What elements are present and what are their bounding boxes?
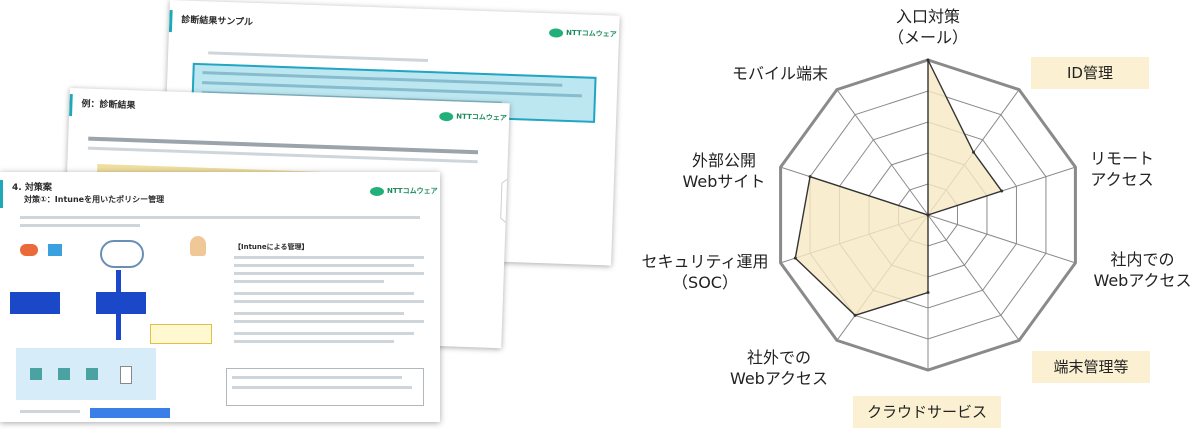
series-area: [794, 59, 1003, 317]
page-title: 例：診断結果: [81, 99, 136, 112]
report-collage: 診断結果サンプル NTTコムウェア 例：診断結果 NTTコムウェア 4. 対策案…: [0, 0, 640, 429]
radar-chart: 入口対策 （メール） リモート アクセス 社内での Webアクセス 端末管理等 …: [640, 0, 1200, 429]
company-logo: NTTコムウェア: [439, 111, 507, 123]
data-point: [926, 213, 930, 217]
report-page-countermeasure: 4. 対策案 対策①：Intuneを用いたポリシー管理 NTTコムウェア 【In…: [0, 172, 440, 422]
data-point: [926, 58, 930, 62]
axis-spoke: [927, 214, 1076, 264]
cloud-icon: [100, 240, 144, 268]
highlight-label-id-management: ID管理: [1031, 57, 1149, 89]
company-logo: NTTコムウェア: [370, 186, 438, 196]
axis-label-security-ops: セキュリティ運用 （SOC）: [641, 252, 769, 292]
page-title: 4. 対策案: [12, 183, 52, 193]
component-block: [96, 292, 146, 314]
data-point: [853, 313, 857, 317]
page-title: 診断結果サンプル: [181, 15, 254, 28]
data-point: [1000, 189, 1004, 193]
axis-label-public-website: 外部公開 Webサイト: [682, 151, 766, 191]
axis-label-remote-access: リモート アクセス: [1089, 149, 1154, 189]
axis-label-entry-email: 入口対策 （メール）: [887, 7, 968, 47]
axis-label-external-web: 社外での Webアクセス: [729, 348, 829, 388]
axis-label-mobile-devices: モバイル端末: [731, 64, 828, 83]
page-subtitle: 対策①：Intuneを用いたポリシー管理: [24, 195, 165, 204]
company-logo: NTTコムウェア: [549, 27, 617, 39]
highlight-label-cloud-services: クラウドサービス: [853, 396, 1001, 428]
intune-heading: 【Intuneによる管理】: [234, 243, 309, 251]
axis-label-internal-web: 社内での Webアクセス: [1093, 250, 1192, 290]
radar-plot: [779, 58, 1077, 372]
data-point: [808, 175, 812, 179]
note-box: [150, 324, 212, 344]
highlight-label-endpoint-management: 端末管理等: [1032, 351, 1150, 383]
component-block: [10, 292, 60, 314]
data-point: [926, 291, 930, 294]
data-point: [972, 150, 976, 154]
user-icon: [190, 236, 206, 256]
axis-spoke: [836, 89, 929, 216]
axis-spoke: [927, 214, 1020, 341]
data-point: [793, 256, 797, 260]
